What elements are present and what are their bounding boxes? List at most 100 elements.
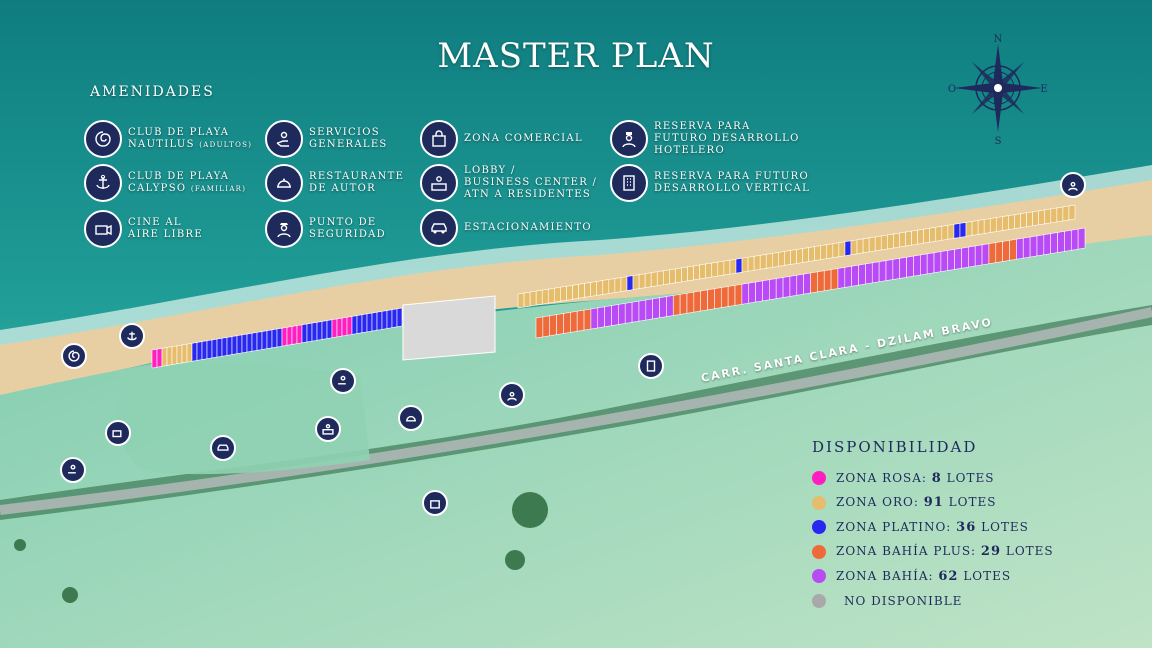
lot[interactable] [741, 256, 749, 273]
lot[interactable] [917, 228, 924, 245]
lot[interactable] [181, 343, 188, 364]
lot[interactable] [874, 235, 882, 252]
lot[interactable] [597, 306, 605, 329]
pin-vertical[interactable] [638, 353, 664, 379]
lot[interactable] [778, 251, 785, 267]
lot[interactable] [271, 328, 278, 349]
pin-comercial[interactable] [422, 490, 448, 516]
lot[interactable] [989, 217, 997, 233]
lot[interactable] [887, 233, 894, 250]
lot[interactable] [935, 225, 943, 242]
lot[interactable] [933, 251, 942, 274]
lot[interactable] [246, 332, 253, 353]
lot[interactable] [391, 308, 398, 329]
lot[interactable] [1020, 212, 1027, 229]
lot[interactable] [341, 316, 348, 337]
lot[interactable] [291, 325, 298, 345]
lot[interactable] [156, 347, 163, 368]
lot[interactable] [711, 261, 719, 278]
lot[interactable] [844, 240, 852, 257]
lot[interactable] [1038, 209, 1046, 226]
lot[interactable] [687, 265, 694, 282]
lot[interactable] [1070, 228, 1079, 251]
lot[interactable] [971, 220, 979, 236]
lot[interactable] [535, 316, 544, 339]
lot[interactable] [1032, 210, 1039, 227]
lot[interactable] [810, 271, 818, 294]
lot[interactable] [296, 324, 303, 344]
lot[interactable] [529, 290, 537, 307]
lot[interactable] [871, 261, 880, 284]
amenity-comercial[interactable]: Zona Comercial [420, 120, 583, 158]
lot[interactable] [281, 326, 288, 347]
lot[interactable] [802, 247, 809, 263]
lot[interactable] [251, 332, 258, 352]
lot[interactable] [735, 257, 743, 274]
lot[interactable] [626, 275, 634, 291]
lot[interactable] [523, 291, 531, 308]
lot[interactable] [376, 311, 383, 331]
lot[interactable] [386, 309, 393, 329]
lot[interactable] [604, 305, 612, 328]
lot[interactable] [995, 241, 1003, 263]
lot[interactable] [176, 344, 183, 365]
lot[interactable] [241, 333, 248, 354]
lot[interactable] [858, 263, 866, 286]
lot[interactable] [926, 252, 935, 275]
lot[interactable] [720, 286, 729, 308]
lot[interactable] [885, 259, 894, 281]
lot[interactable] [681, 266, 688, 283]
lot[interactable] [666, 295, 674, 317]
lot[interactable] [631, 300, 640, 323]
lot[interactable] [1022, 236, 1031, 259]
lot[interactable] [796, 273, 804, 296]
lot[interactable] [1029, 235, 1038, 258]
lot[interactable] [560, 285, 567, 302]
lot[interactable] [171, 345, 178, 365]
lot[interactable] [346, 316, 353, 336]
lot[interactable] [186, 342, 193, 363]
lot[interactable] [584, 282, 591, 298]
lot[interactable] [1064, 229, 1072, 252]
lot[interactable] [832, 242, 840, 259]
lot[interactable] [535, 289, 543, 306]
lot[interactable] [371, 311, 378, 332]
lot[interactable] [893, 232, 900, 249]
lot[interactable] [929, 226, 937, 243]
lot[interactable] [814, 245, 822, 261]
lot[interactable] [868, 236, 876, 253]
lot[interactable] [923, 227, 930, 244]
lot[interactable] [1057, 231, 1065, 253]
lot[interactable] [1002, 215, 1009, 231]
lot[interactable] [356, 314, 363, 334]
lot[interactable] [1016, 237, 1024, 260]
lot[interactable] [256, 331, 263, 351]
lot[interactable] [1044, 208, 1052, 225]
lot[interactable] [151, 348, 158, 369]
lot[interactable] [316, 321, 323, 341]
amenity-vertical[interactable]: Reserva para FuturoDesarrollo Vertical [610, 164, 810, 202]
lot[interactable] [947, 249, 955, 271]
lot[interactable] [236, 334, 243, 355]
lot[interactable] [954, 247, 962, 270]
lot[interactable] [286, 326, 293, 346]
amenity-lobby[interactable]: Lobby /Business Center /Atn a Residentes [420, 164, 597, 202]
lot[interactable] [862, 237, 870, 254]
lot[interactable] [191, 342, 198, 362]
lot[interactable] [699, 263, 706, 280]
lot[interactable] [977, 219, 985, 235]
lot[interactable] [645, 298, 653, 321]
lot[interactable] [261, 330, 268, 350]
lot[interactable] [983, 218, 991, 234]
lot[interactable] [826, 243, 834, 260]
pin-calypso[interactable] [119, 323, 145, 349]
lot[interactable] [566, 284, 573, 301]
lot[interactable] [306, 322, 313, 343]
lot[interactable] [705, 262, 713, 279]
lot[interactable] [321, 320, 328, 340]
lot[interactable] [563, 312, 571, 334]
pin-hotelero[interactable] [1060, 172, 1086, 198]
lot[interactable] [968, 245, 976, 268]
lot[interactable] [974, 244, 983, 267]
lot[interactable] [789, 274, 798, 297]
